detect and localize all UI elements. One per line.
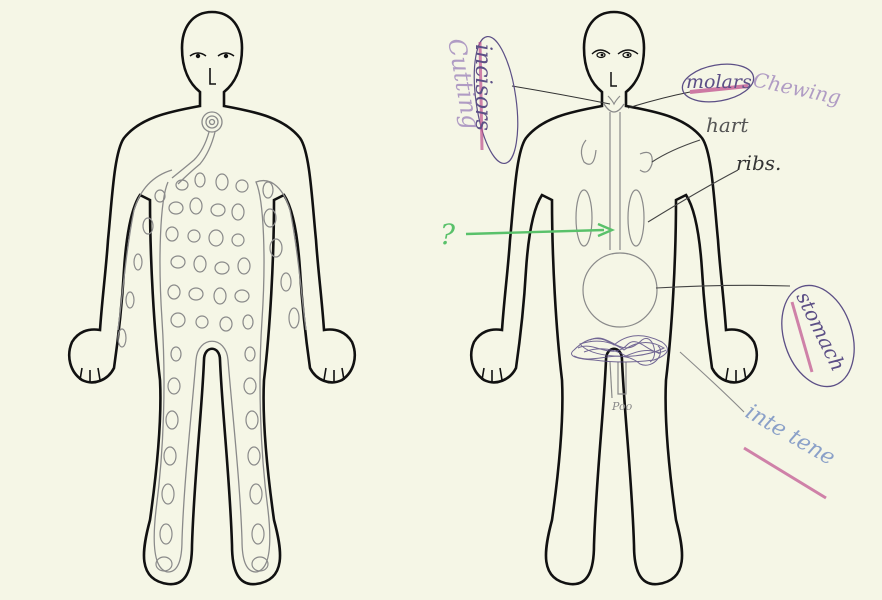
right-body-figure bbox=[471, 12, 757, 584]
heart-label: hart bbox=[706, 113, 749, 137]
chewing-label: Chewing bbox=[751, 67, 843, 109]
intestine-scribble bbox=[572, 336, 668, 366]
intestine-label: inte tene bbox=[741, 400, 839, 471]
left-body-figure bbox=[69, 12, 355, 584]
molars-label: molars bbox=[686, 71, 752, 93]
ribs-label: ribs. bbox=[736, 151, 781, 175]
incisors-label: incisors bbox=[470, 44, 495, 131]
question-mark-label: ? bbox=[440, 218, 456, 251]
poo-label: Poo bbox=[611, 400, 633, 413]
